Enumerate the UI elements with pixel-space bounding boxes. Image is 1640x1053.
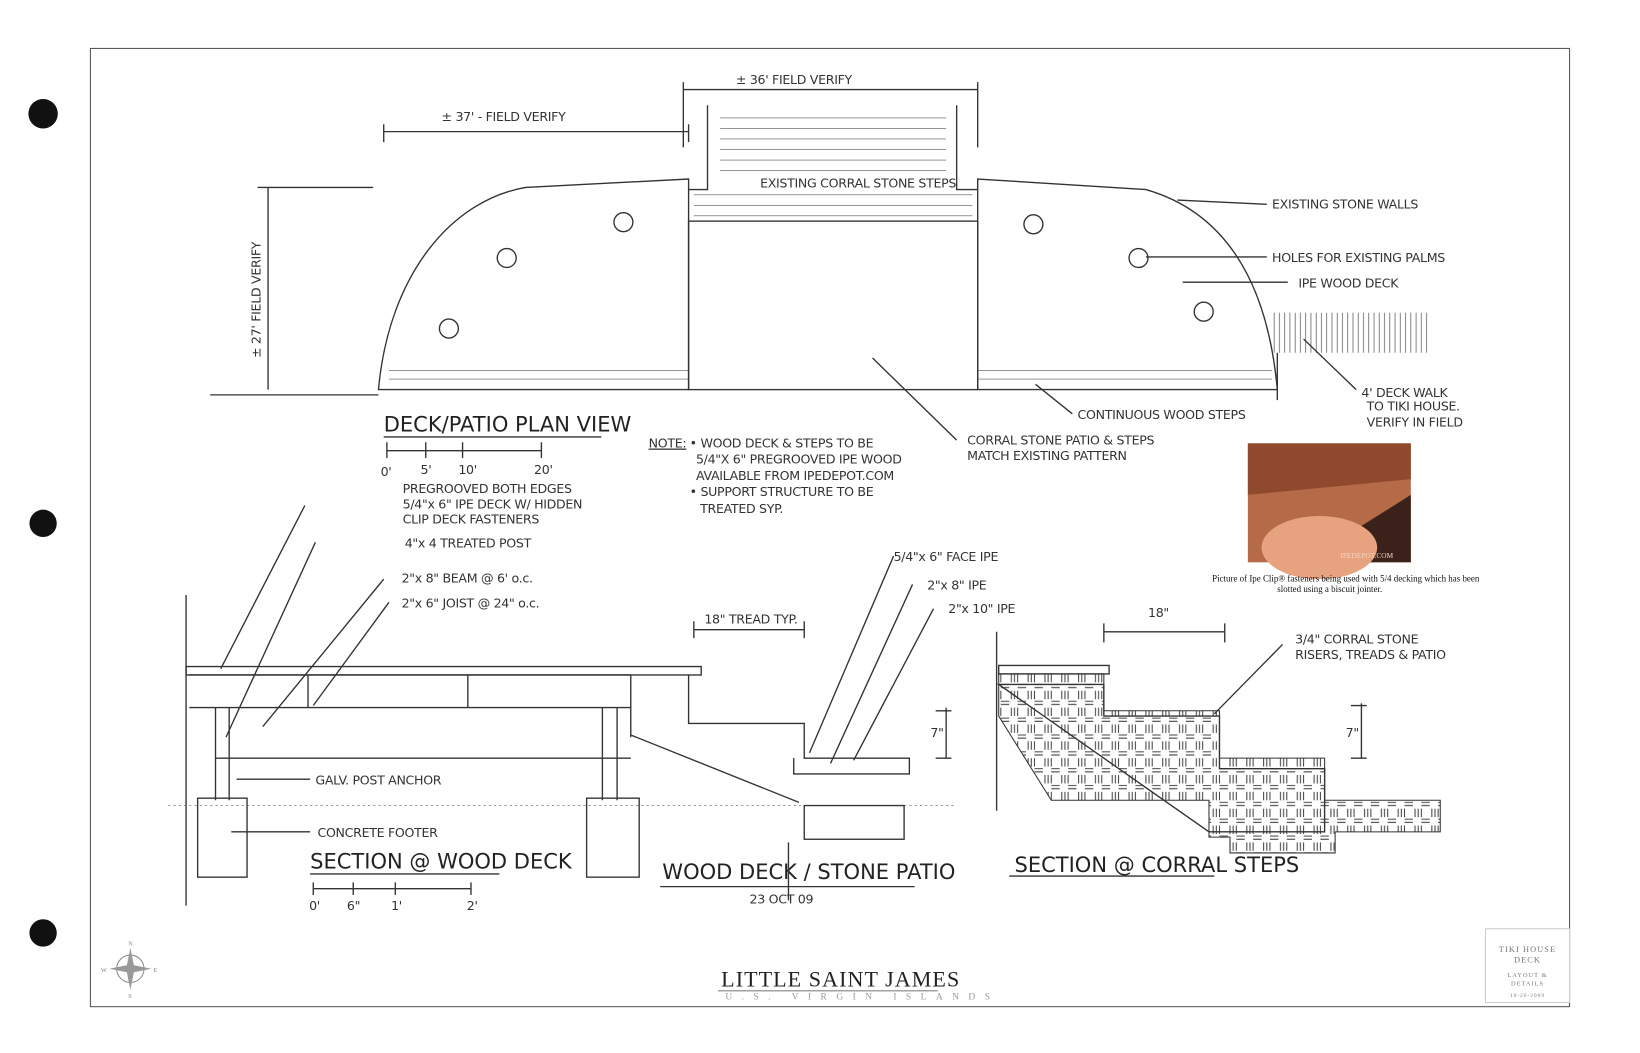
stone-riser-dim: 7" (1346, 725, 1359, 740)
svg-text:IPEDEPOT.COM: IPEDEPOT.COM (1340, 551, 1393, 560)
plan-view-title: DECK/PATIO PLAN VIEW (384, 412, 632, 437)
riser-dim: 7" (930, 725, 943, 740)
callout-deck: 5/4"x 6" IPE DECK W/ HIDDEN (403, 497, 583, 512)
callout-corral-stone: 3/4" CORRAL STONE (1295, 631, 1418, 646)
ipe-clip-photo: IPEDEPOT.COM (1247, 443, 1411, 580)
plan-dim-depth: ± 27' FIELD VERIFY (249, 241, 264, 358)
callout-deck: CLIP DECK FASTENERS (403, 511, 540, 526)
svg-text:10-26-2009: 10-26-2009 (1510, 993, 1545, 999)
svg-text:DETAILS: DETAILS (1511, 981, 1544, 988)
svg-text:NOTE:: NOTE: (649, 436, 687, 451)
photo-caption: Picture of Ipe Clip® fasteners being use… (1212, 573, 1480, 583)
svg-text:S: S (128, 993, 132, 1000)
brand-logo: LITTLE SAINT JAMES (721, 967, 960, 992)
stone-tread-dim: 18" (1148, 605, 1169, 620)
svg-text:20': 20' (534, 462, 553, 477)
callout-joist: 2"x 6" JOIST @ 24" o.c. (402, 596, 540, 611)
binder-holes (28, 98, 58, 947)
callout-anchor: GALV. POST ANCHOR (315, 772, 441, 787)
callout-deck-walk: 4' DECK WALK (1361, 385, 1448, 400)
general-note: NOTE: • WOOD DECK & STEPS TO BE 5/4"X 6"… (649, 436, 902, 516)
svg-text:TIKI HOUSE: TIKI HOUSE (1499, 945, 1556, 954)
sheet-border (89, 47, 1571, 1008)
stone-section-title: SECTION @ CORRAL STEPS (1014, 852, 1299, 877)
svg-text:N: N (128, 941, 133, 948)
callout-deck-walk: VERIFY IN FIELD (1367, 414, 1463, 429)
photo-caption: slotted using a biscuit jointer. (1277, 584, 1382, 594)
svg-text:5/4"X 6" PREGROOVED IPE WOOD: 5/4"X 6" PREGROOVED IPE WOOD (696, 451, 902, 466)
svg-text:10': 10' (458, 462, 477, 477)
callout-tread: 18" TREAD TYP. (704, 611, 797, 626)
corral-steps-section (995, 623, 1441, 854)
callout-wood-steps: CONTINUOUS WOOD STEPS (1078, 407, 1246, 422)
brand-subtitle: U.S. VIRGIN ISLANDS (725, 992, 999, 1002)
callout-2x8-ipe: 2"x 8" IPE (927, 578, 987, 593)
wood-deck-section (168, 505, 957, 906)
svg-text:AVAILABLE FROM IPEDEPOT.COM: AVAILABLE FROM IPEDEPOT.COM (696, 468, 894, 483)
callout-footer: CONCRETE FOOTER (317, 825, 438, 840)
plan-dim-width-left: ± 37' - FIELD VERIFY (442, 109, 567, 124)
svg-text:• SUPPORT STRUCTURE TO BE: • SUPPORT STRUCTURE TO BE (690, 484, 874, 499)
callout-deck-walk: TO TIKI HOUSE. (1366, 399, 1460, 414)
svg-text:6": 6" (347, 898, 360, 913)
callout-patio: CORRAL STONE PATIO & STEPS (967, 432, 1154, 447)
wood-section-title: SECTION @ WOOD DECK (310, 849, 573, 874)
svg-text:LAYOUT &: LAYOUT & (1507, 972, 1547, 979)
callout-patio: MATCH EXISTING PATTERN (967, 448, 1126, 463)
svg-text:E: E (153, 967, 157, 974)
callout-corral-stone: RISERS, TREADS & PATIO (1295, 647, 1446, 662)
callout-palm-holes: HOLES FOR EXISTING PALMS (1272, 250, 1445, 265)
svg-text:DECK: DECK (1514, 955, 1541, 964)
callout-2x10-ipe: 2"x 10" IPE (948, 601, 1015, 616)
svg-text:W: W (101, 967, 107, 974)
svg-text:5': 5' (421, 462, 432, 477)
svg-text:• WOOD DECK & STEPS TO BE: • WOOD DECK & STEPS TO BE (690, 436, 874, 451)
callout-face-ipe: 5/4"x 6" FACE IPE (894, 549, 999, 564)
callout-ipe-deck: IPE WOOD DECK (1298, 275, 1399, 290)
plan-steps-label: EXISTING CORRAL STONE STEPS (760, 175, 956, 190)
callout-post: 4"x 4 TREATED POST (405, 536, 532, 551)
sheet-date: 23 OCT 09 (750, 891, 814, 906)
callout-stone-walls: EXISTING STONE WALLS (1272, 196, 1418, 211)
svg-text:1': 1' (391, 898, 402, 913)
svg-text:0': 0' (309, 898, 320, 913)
svg-text:TREATED SYP.: TREATED SYP. (699, 501, 783, 516)
callout-deck: PREGROOVED BOTH EDGES (403, 481, 572, 496)
plan-scale-ticks: 0' 5' 10' 20' (381, 462, 553, 479)
sheet-title: WOOD DECK / STONE PATIO (662, 859, 955, 884)
plan-view (210, 82, 1430, 441)
svg-text:0': 0' (381, 464, 392, 479)
title-block: TIKI HOUSE DECK LAYOUT & DETAILS 10-26-2… (1484, 928, 1571, 1003)
callout-beam: 2"x 8" BEAM @ 6' o.c. (402, 570, 533, 585)
compass-rose-icon: N S E W (101, 941, 158, 1001)
plan-dim-width-steps: ± 36' FIELD VERIFY (736, 72, 853, 87)
wood-scale-ticks: 0' 6" 1' 2' (309, 898, 478, 913)
svg-text:2': 2' (467, 898, 478, 913)
